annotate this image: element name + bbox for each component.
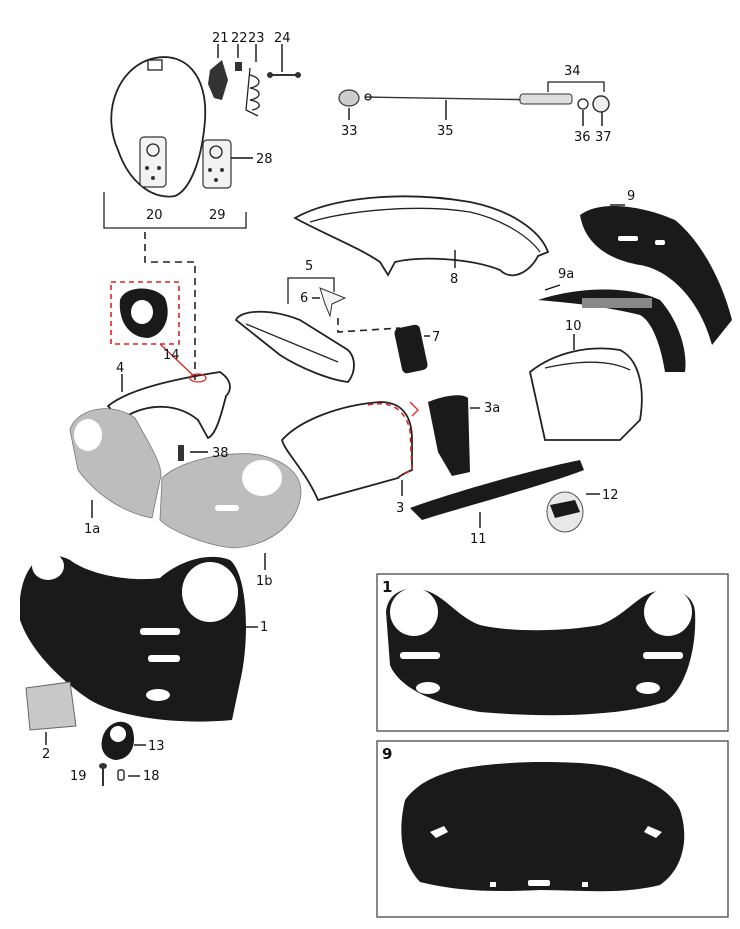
label-9a: 9a bbox=[558, 267, 574, 282]
clip-part-38 bbox=[178, 445, 184, 461]
label-33: 33 bbox=[341, 124, 358, 139]
rear-fender-10 bbox=[529, 347, 643, 441]
label-3a: 3a bbox=[484, 401, 500, 416]
part-14-callout-box bbox=[110, 281, 180, 345]
release-cable bbox=[338, 89, 610, 113]
label-6: 6 bbox=[300, 291, 308, 306]
front-panel-1 bbox=[20, 552, 246, 722]
inset-label-1: 1 bbox=[382, 578, 392, 596]
spring-part-23 bbox=[245, 67, 260, 117]
label-1b: 1b bbox=[256, 574, 273, 589]
label-12: 12 bbox=[602, 488, 619, 503]
lid-latch-20 bbox=[139, 136, 167, 188]
inset-photo-rear-panel bbox=[401, 762, 685, 892]
inset-photo-front-panel bbox=[386, 588, 696, 716]
dash-panel-5 bbox=[234, 310, 355, 383]
label-21: 21 bbox=[212, 31, 229, 46]
label-14: 14 bbox=[163, 348, 180, 363]
rear-panel-9 bbox=[580, 205, 732, 345]
lid-latch-29 bbox=[202, 139, 232, 189]
roof-panel-8 bbox=[293, 195, 550, 277]
label-8: 8 bbox=[450, 272, 458, 287]
side-panel-3 bbox=[281, 401, 419, 502]
label-23: 23 bbox=[248, 31, 265, 46]
rocker-panel-11 bbox=[410, 460, 584, 520]
repair-panel-1b bbox=[159, 453, 302, 549]
clip-part-22 bbox=[235, 62, 242, 71]
label-24: 24 bbox=[274, 31, 291, 46]
plate-part-2 bbox=[25, 681, 77, 731]
plate-part-12 bbox=[546, 491, 584, 533]
label-34: 34 bbox=[564, 64, 581, 79]
label-5: 5 bbox=[305, 259, 313, 274]
label-22: 22 bbox=[231, 31, 248, 46]
label-2: 2 bbox=[42, 747, 50, 762]
label-20: 20 bbox=[146, 208, 163, 223]
rear-strip-9a bbox=[538, 289, 686, 372]
headlight-bucket-13 bbox=[101, 721, 135, 760]
label-4: 4 bbox=[116, 361, 124, 376]
repair-panel-1a bbox=[69, 408, 162, 519]
label-38: 38 bbox=[212, 446, 229, 461]
inset-label-9: 9 bbox=[382, 745, 392, 763]
bracket-part-6 bbox=[319, 287, 347, 318]
bolt-part-24 bbox=[267, 72, 301, 78]
label-1a: 1a bbox=[84, 522, 100, 537]
tube-part-7 bbox=[394, 324, 428, 374]
front-lid-outline bbox=[110, 56, 207, 198]
hinge-part-21 bbox=[208, 60, 228, 100]
washer-part-18 bbox=[117, 769, 125, 781]
label-3: 3 bbox=[396, 501, 404, 516]
headlight-bucket-14 bbox=[119, 288, 168, 338]
label-1: 1 bbox=[260, 620, 268, 635]
label-35: 35 bbox=[437, 124, 454, 139]
bolt-part-19 bbox=[99, 763, 107, 786]
label-11: 11 bbox=[470, 532, 487, 547]
label-7: 7 bbox=[432, 330, 440, 345]
front-fender-4 bbox=[106, 371, 231, 440]
label-28: 28 bbox=[256, 152, 273, 167]
label-13: 13 bbox=[148, 739, 165, 754]
label-37: 37 bbox=[595, 130, 612, 145]
panel-3a bbox=[428, 395, 470, 476]
label-10: 10 bbox=[565, 319, 582, 334]
label-36: 36 bbox=[574, 130, 591, 145]
label-29: 29 bbox=[209, 208, 226, 223]
label-18: 18 bbox=[143, 769, 160, 784]
label-19: 19 bbox=[70, 769, 87, 784]
label-9: 9 bbox=[627, 189, 635, 204]
